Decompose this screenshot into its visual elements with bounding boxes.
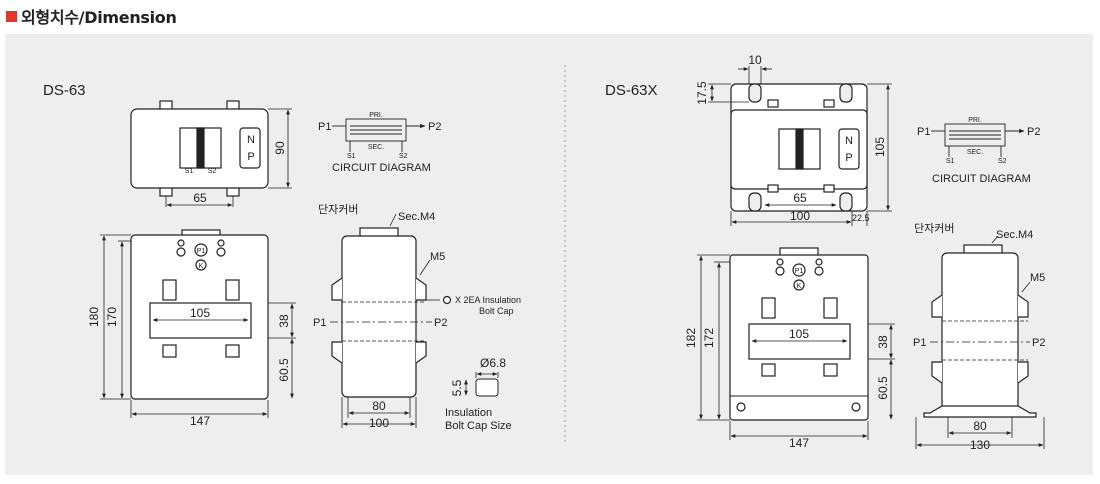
ds63-circuit-s1: S1	[347, 153, 356, 160]
ds63x-side-sec-label: Sec.M4	[996, 229, 1033, 241]
ds63-front-height-inner: 170	[105, 307, 119, 327]
ds63x-top-tab-height: 17.5	[695, 81, 709, 105]
ds63-front-p1: P1	[197, 248, 206, 255]
ds63-circuit-caption: CIRCUIT DIAGRAM	[332, 162, 431, 174]
ds63x-side-p2: P2	[1032, 337, 1045, 349]
ds63-insulation-note-1: X 2EA Insulation	[455, 295, 521, 305]
ds63-insulation-note-2: Bolt Cap	[479, 306, 514, 316]
ds63x-top-edge-dim: 22.5	[852, 213, 870, 223]
ds63x-side-m5: M5	[1030, 272, 1045, 284]
ds63-circuit-p2: P2	[428, 121, 441, 133]
ds63-front-window-height: 38	[277, 314, 291, 328]
ds63x-circuit-pri: PRI.	[968, 117, 982, 124]
ds63x-front-bottom-dim: 60.5	[876, 376, 890, 400]
ds63x-top-p-label: P	[845, 152, 852, 164]
ds63x-top-tab-width: 10	[748, 53, 762, 67]
ds63-top-height-dim: 90	[273, 141, 287, 155]
model-label-ds63x: DS-63X	[605, 82, 658, 99]
ds63-top-s1: S1	[185, 168, 194, 175]
ds63-side-m5: M5	[430, 251, 445, 263]
ds63x-front-height-inner: 172	[702, 328, 716, 348]
ds63-front-bottom-dim: 60.5	[277, 358, 291, 382]
ds63-bolt-cap-icon	[464, 372, 499, 397]
ds63-bolt-cap-height: 5.5	[450, 379, 464, 396]
ds63x-side-width-inner: 80	[973, 419, 987, 433]
ds63x-circuit-s1: S1	[946, 158, 955, 165]
model-label-ds63: DS-63	[43, 82, 86, 99]
ds63-bolt-cap-diameter: Ø6.8	[480, 356, 506, 370]
ds63x-side-p1: P1	[913, 337, 926, 349]
ds63x-front-k: K	[797, 283, 802, 290]
ds63-circuit-s2: S2	[399, 153, 408, 160]
ds63x-top-width-outer: 100	[790, 209, 810, 223]
ds63-side-view	[330, 213, 452, 428]
ds63-top-width-dim: 65	[193, 191, 207, 205]
section-header: 외형치수/Dimension	[6, 4, 177, 28]
ds63-top-view	[130, 100, 292, 207]
ds63-side-sec-label: Sec.M4	[398, 211, 435, 223]
ds63-top-s2: S2	[208, 168, 217, 175]
ds63-circuit-pri: PRI.	[369, 112, 383, 119]
ds63-front-k: K	[199, 263, 204, 270]
ds63-top-p-label: P	[247, 151, 254, 163]
ds63-side-width-outer: 100	[369, 416, 389, 430]
ds63-top-n-label: N	[247, 134, 255, 146]
ds63-front-height-outer: 180	[87, 307, 101, 327]
ds63x-top-n-label: N	[845, 135, 853, 147]
ds63x-circuit-p2: P2	[1027, 126, 1040, 138]
ds63x-side-width-outer: 130	[970, 438, 990, 452]
ds63-side-terminal-cover: 단자커버	[318, 203, 358, 216]
header-marker	[6, 10, 17, 22]
ds63x-top-width-inner: 65	[793, 191, 807, 205]
ds63x-top-view	[708, 66, 892, 226]
ds63-circuit-sec: SEC.	[368, 144, 384, 151]
ds63x-circuit-p1: P1	[917, 126, 930, 138]
ds63-circuit-diagram	[332, 118, 426, 152]
ds63x-circuit-sec: SEC.	[967, 149, 983, 156]
ds63x-front-width-dim: 147	[789, 436, 809, 450]
ds63x-side-view	[915, 235, 1045, 449]
ds63x-front-p1: P1	[795, 268, 804, 275]
ds63-side-p1: P1	[313, 317, 326, 329]
ds63x-circuit-s2: S2	[998, 158, 1007, 165]
section-title: 외형치수/Dimension	[21, 8, 177, 27]
ds63-bolt-cap-caption-2: Bolt Cap Size	[445, 420, 512, 432]
ds63x-front-view	[697, 247, 895, 440]
ds63-front-width-dim: 147	[190, 414, 210, 428]
ds63-circuit-p1: P1	[318, 121, 331, 133]
ds63-front-window-width: 105	[190, 306, 210, 320]
ds63x-front-window-width: 105	[789, 327, 809, 341]
ds63-front-view	[100, 229, 296, 418]
ds63x-front-window-height: 38	[876, 335, 890, 349]
ds63-bolt-cap-caption-1: Insulation	[445, 407, 492, 419]
ds63x-circuit-caption: CIRCUIT DIAGRAM	[932, 173, 1031, 185]
ds63-side-p2: P2	[434, 317, 447, 329]
ds63-side-width-inner: 80	[372, 399, 386, 413]
ds63x-front-height-outer: 182	[684, 328, 698, 348]
ds63x-circuit-diagram	[931, 123, 1025, 157]
ds63x-top-height-dim: 105	[873, 137, 887, 157]
ds63x-side-terminal-cover: 단자커버	[914, 222, 954, 235]
